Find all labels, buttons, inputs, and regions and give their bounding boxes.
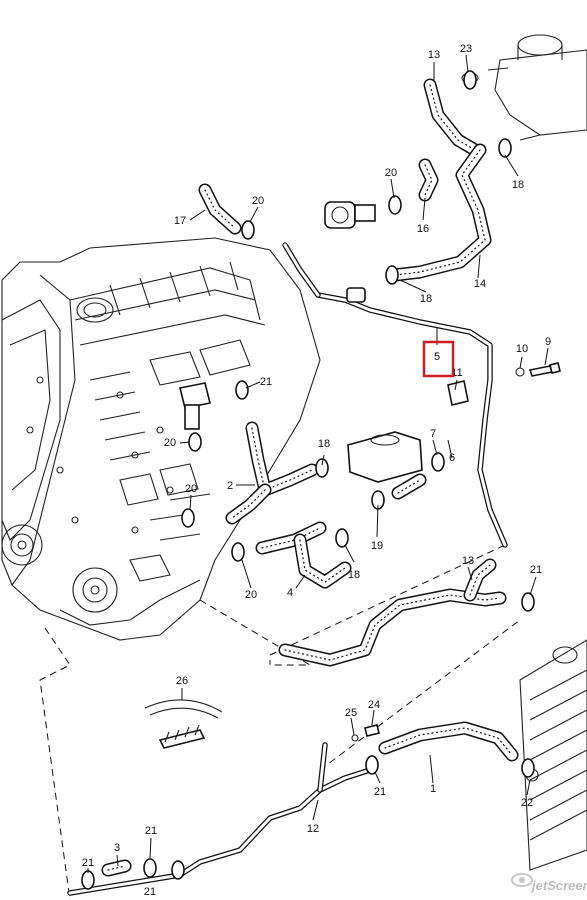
part-label-11: 11 [451,367,462,379]
part-label-9: 9 [545,336,551,348]
part-label-17: 17 [174,215,186,227]
expansion-tank [487,34,587,141]
watermark-text: jetScreenshot [530,878,587,893]
highlight-box [422,340,455,378]
part-label-24: 24 [368,699,380,711]
part-label-23: 23 [460,43,472,55]
part-label-25: 25 [345,707,357,719]
part-label-5: 5 [434,351,440,363]
part-label-21: 21 [260,376,272,388]
part-label-21: 21 [145,825,157,837]
part-label-20: 20 [164,437,176,449]
part-label-20: 20 [245,589,257,601]
part-label-20: 20 [385,167,397,179]
part-label-20: 20 [185,483,197,495]
part-label-21: 21 [144,886,156,898]
part-label-18: 18 [348,569,360,581]
coolant-pipes [67,242,508,896]
part-label-19: 19 [371,540,383,552]
camera-icon [511,873,533,887]
part-label-18: 18 [420,293,432,305]
part-label-3: 3 [114,842,120,854]
part-label-20: 20 [252,195,264,207]
part-label-6: 6 [449,452,455,464]
part-label-16: 16 [417,223,429,235]
watermark: jetScreenshot [511,873,587,893]
part-label-14: 14 [474,278,486,290]
leader-lines [87,54,549,873]
part-label-10: 10 [516,343,528,355]
part-label-13: 13 [428,49,440,61]
part-label-13: 13 [462,555,474,567]
hose-clamps [81,70,535,890]
part-label-18: 18 [318,438,330,450]
part-label-18: 18 [512,179,524,191]
engine-block [1,237,321,641]
components [144,72,561,782]
part-label-21: 21 [530,564,542,576]
part-label-2: 2 [227,480,233,492]
radiator [519,639,587,871]
part-label-4: 4 [287,587,293,599]
dashed-assembly-outline [39,544,521,900]
coolant-hoses [101,78,519,877]
part-label-12: 12 [307,823,319,835]
part-label-21: 21 [82,857,94,869]
part-label-22: 22 [521,797,533,809]
part-label-7: 7 [430,428,436,440]
part-label-21: 21 [374,786,386,798]
part-label-26: 26 [176,675,188,687]
part-label-1: 1 [430,783,436,795]
